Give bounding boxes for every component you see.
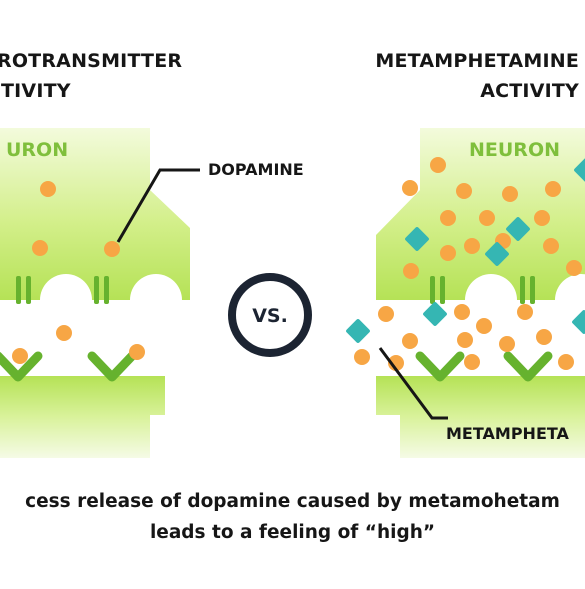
dopamine-dot-icon [534,210,550,226]
receptor-chevron-icon [415,351,465,382]
dopamine-dot-icon [464,238,480,254]
left-neuron-channels [16,276,109,304]
dopamine-dot-icon [440,245,456,261]
receptor-chevron-icon [87,351,137,382]
dopamine-dot-icon [566,260,582,276]
metamphetamine-diamond-icon [506,217,530,241]
dopamine-dot-icon [354,349,370,365]
left-postsynaptic-neuron [0,376,165,458]
right-title-line-2: ACTIVITY [480,80,579,102]
dopamine-dot-icon [403,263,419,279]
left-receptor-chevrons [0,351,137,382]
metamphetamine-diamond-icon [574,158,585,182]
right-panel-title: METAMPHETAMINE ACTIVITY [375,46,579,106]
dopamine-dot-icon [129,344,145,360]
metamphetamine-diamond-icon [405,227,429,251]
right-dopamine-dots [354,157,582,371]
metamphetamine-diamond-icon [346,319,370,343]
receptor-chevron-icon [0,351,43,382]
dopamine-dot-icon [558,354,574,370]
right-receptor-chevrons [415,351,553,382]
dopamine-dot-icon [517,304,533,320]
right-neuron-label: NEURON [469,139,560,161]
vs-label: VS. [252,305,288,327]
dopamine-dot-icon [104,241,120,257]
metamphetamine-diamond-icon [485,242,509,266]
dopamine-dot-icon [476,318,492,334]
vs-badge: VS. [228,273,312,357]
dopamine-dot-icon [545,181,561,197]
right-postsynaptic-neuron [376,376,585,458]
metamphetamine-diamond-icon [423,302,447,326]
dopamine-dot-icon [543,238,559,254]
dopamine-dot-icon [440,210,456,226]
dopamine-dot-icon [456,183,472,199]
metamphetamine-diamond-icon [572,310,585,334]
dopamine-label: DOPAMINE [208,160,304,179]
left-title-line-1: ROTRANSMITTER [0,50,183,72]
dopamine-dot-icon [402,180,418,196]
right-metamphetamine-diamonds [346,158,585,343]
left-title-line-2: TIVITY [1,80,71,102]
metamphetamine-pointer [378,347,448,420]
left-presynaptic-neuron [0,128,190,300]
left-panel-title: ROTRANSMITTER TIVITY [0,46,182,106]
dopamine-dot-icon [32,240,48,256]
metamphetamine-label: METAMPHETA [446,424,570,443]
caption-line-2: leads to a feeling of “high” [149,522,436,543]
dopamine-dot-icon [430,157,446,173]
dopamine-dot-icon [402,333,418,349]
dopamine-dot-icon [464,354,480,370]
right-title-line-1: METAMPHETAMINE [375,50,579,72]
dopamine-dot-icon [40,181,56,197]
right-neuron-channels [430,276,535,304]
caption-line-1: cess release of dopamine caused by metam… [25,491,560,512]
dopamine-dot-icon [479,210,495,226]
dopamine-dot-icon [536,329,552,345]
dopamine-dot-icon [378,306,394,322]
left-neuron-label: URON [6,139,68,161]
receptor-chevron-icon [503,351,553,382]
dopamine-pointer [116,168,200,243]
dopamine-dot-icon [502,186,518,202]
dopamine-dot-icon [454,304,470,320]
left-dopamine-dots [12,181,145,364]
dopamine-dot-icon [56,325,72,341]
dopamine-dot-icon [499,336,515,352]
caption: cess release of dopamine caused by metam… [0,486,585,548]
dopamine-dot-icon [12,348,28,364]
dopamine-dot-icon [388,355,404,371]
dopamine-dot-icon [457,332,473,348]
